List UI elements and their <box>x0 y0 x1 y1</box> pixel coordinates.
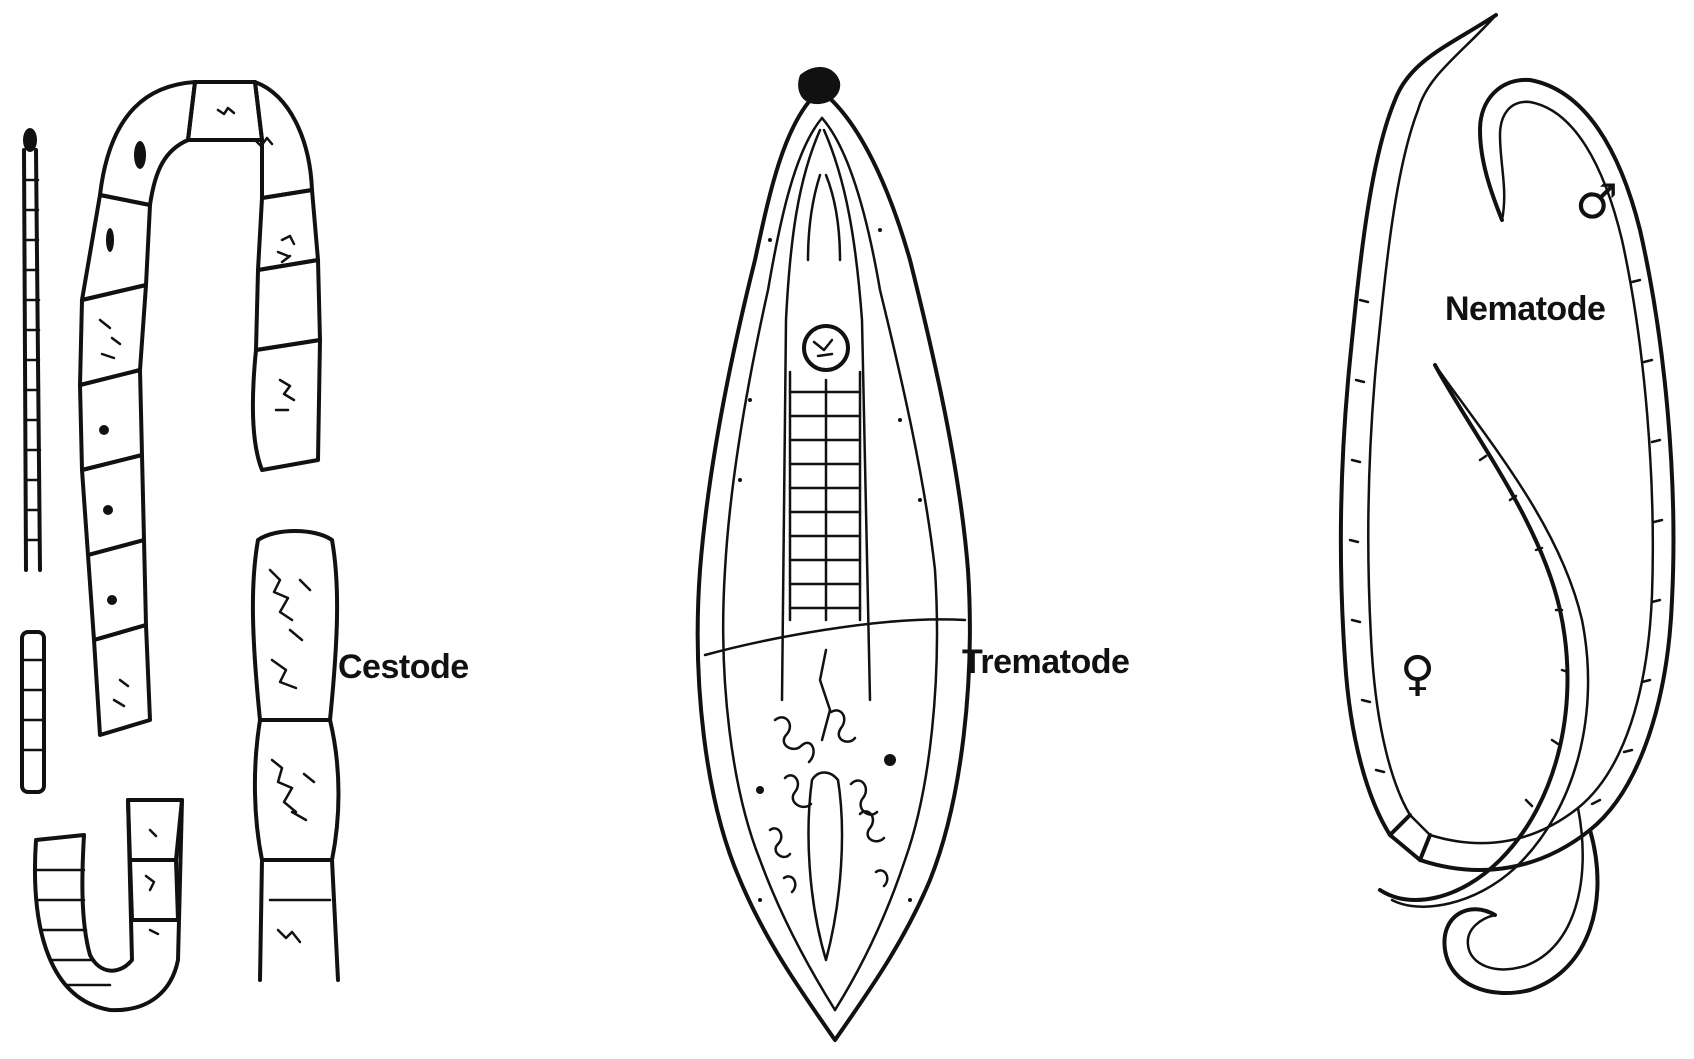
trematode-drawing <box>698 67 970 1040</box>
nematode-drawing <box>1341 15 1674 993</box>
cestode-drawing <box>22 82 339 1010</box>
cestode-neck-strip <box>22 128 44 792</box>
male-symbol: ♂ <box>1575 178 1618 226</box>
trematode-label: Trematode <box>962 643 1129 682</box>
female-symbol: ♀ <box>1400 650 1435 698</box>
nematode-label: Nematode <box>1445 290 1605 329</box>
cestode-label: Cestode <box>338 648 469 687</box>
cestode-arch <box>80 82 320 735</box>
cestode-lower-chain <box>253 531 339 980</box>
cestode-u-chain <box>35 800 182 1010</box>
